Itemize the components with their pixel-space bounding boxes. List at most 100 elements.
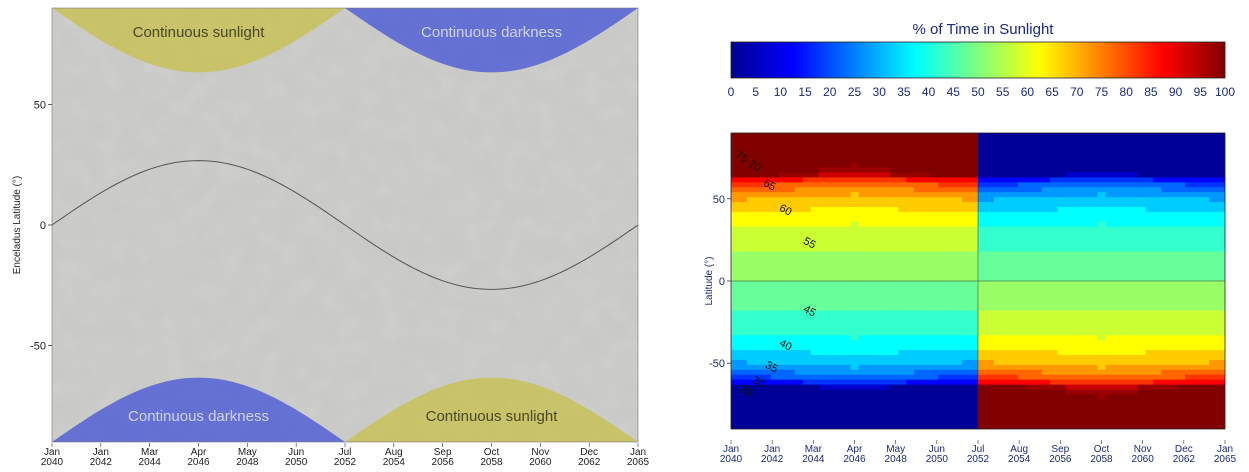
- heatmap-cell: [762, 414, 772, 420]
- heatmap-cell: [826, 310, 836, 317]
- heatmap-cell: [731, 271, 740, 277]
- heatmap-cell: [762, 340, 772, 346]
- heatmap-cell: [898, 379, 907, 386]
- heatmap-cell: [1121, 424, 1130, 429]
- heatmap-cell: [882, 226, 891, 233]
- heatmap-cell: [746, 350, 756, 356]
- heatmap-cell: [1185, 142, 1194, 149]
- heatmap-cell: [850, 394, 860, 400]
- heatmap-cell: [993, 167, 1003, 174]
- heatmap-cell: [1137, 424, 1146, 429]
- heatmap-cell: [1153, 364, 1162, 371]
- heatmap-cell: [1105, 266, 1115, 272]
- heatmap-cell: [1065, 246, 1075, 252]
- heatmap-cell: [754, 335, 764, 341]
- heatmap-cell: [938, 345, 947, 351]
- heatmap-cell: [898, 290, 907, 297]
- heatmap-cell: [1217, 295, 1225, 302]
- heatmap-cell: [890, 340, 899, 346]
- heatmap-cell: [826, 305, 836, 312]
- heatmap-cell: [826, 325, 836, 331]
- heatmap-cell: [1209, 281, 1218, 287]
- heatmap-cell: [1033, 374, 1043, 381]
- heatmap-cell: [1169, 177, 1178, 183]
- heatmap-cell: [1009, 404, 1019, 410]
- heatmap-cell: [1025, 374, 1035, 381]
- heatmap-cell: [1097, 216, 1107, 223]
- heatmap-cell: [786, 266, 796, 272]
- heatmap-cell: [874, 340, 883, 346]
- heatmap-cell: [1177, 310, 1186, 317]
- heatmap-cell: [802, 345, 812, 351]
- heatmap-cell: [1017, 320, 1027, 326]
- heatmap-cell: [1049, 419, 1059, 425]
- heatmap-cell: [1121, 379, 1130, 386]
- heatmap-cell: [802, 157, 812, 164]
- heatmap-cell: [938, 315, 947, 322]
- heatmap-cell: [1161, 295, 1170, 302]
- heatmap-cell: [985, 172, 995, 178]
- heatmap-cell: [1025, 172, 1035, 178]
- heatmap-cell: [1105, 236, 1115, 243]
- heatmap-cell: [1153, 221, 1162, 228]
- heatmap-cell: [1177, 197, 1186, 203]
- heatmap-cell: [754, 404, 764, 410]
- heatmap-cell: [985, 147, 995, 154]
- heatmap-cell: [906, 241, 915, 248]
- heatmap-cell: [1217, 162, 1225, 169]
- heatmap-cell: [1193, 330, 1202, 336]
- heatmap-cell: [1041, 246, 1051, 252]
- heatmap-cell: [993, 271, 1003, 277]
- heatmap-cell: [1137, 330, 1146, 336]
- heatmap-cell: [1097, 147, 1107, 154]
- contour-label: 35: [763, 359, 779, 375]
- heatmap-cell: [1137, 236, 1146, 243]
- heatmap-cell: [1193, 157, 1202, 164]
- heatmap-cell: [970, 424, 979, 429]
- heatmap-cell: [954, 197, 963, 203]
- heatmap-cell: [874, 295, 883, 302]
- heatmap-cell: [1105, 261, 1115, 267]
- heatmap-cell: [754, 320, 764, 326]
- heatmap-cell: [874, 251, 883, 257]
- heatmap-cell: [1209, 276, 1218, 282]
- heatmap-cell: [914, 261, 923, 267]
- x-tick-month: Mar: [141, 447, 159, 458]
- heatmap-cell: [842, 266, 852, 272]
- heatmap-cell: [762, 300, 772, 307]
- heatmap-cell: [906, 207, 915, 213]
- heatmap-cell: [850, 414, 860, 420]
- heatmap-cell: [1025, 295, 1035, 302]
- heatmap-cell: [962, 226, 971, 233]
- heatmap-cell: [978, 419, 987, 425]
- heatmap-cell: [794, 399, 804, 405]
- heatmap-cell: [1017, 162, 1027, 169]
- heatmap-cell: [962, 231, 971, 238]
- heatmap-cell: [978, 414, 987, 420]
- heatmap-cell: [770, 295, 780, 302]
- heatmap-cell: [1177, 271, 1186, 277]
- heatmap-cell: [1137, 359, 1146, 366]
- heatmap-cell: [1185, 414, 1194, 420]
- heatmap-cell: [858, 394, 868, 400]
- heatmap-cell: [1185, 137, 1194, 144]
- heatmap-cell: [914, 276, 923, 282]
- y-tick-label: -50: [709, 358, 725, 370]
- heatmap-cell: [882, 359, 891, 366]
- heatmap-cell: [993, 389, 1003, 396]
- heatmap-cell: [898, 172, 907, 178]
- x-tick-year: 2042: [761, 454, 784, 465]
- heatmap-cell: [946, 251, 955, 257]
- heatmap-cell: [1033, 137, 1043, 144]
- heatmap-cell: [1113, 305, 1123, 312]
- heatmap-cell: [1065, 226, 1075, 233]
- heatmap-cell: [834, 369, 844, 376]
- heatmap-cell: [1057, 394, 1067, 400]
- heatmap-cell: [890, 305, 899, 312]
- heatmap-cell: [1017, 236, 1027, 243]
- heatmap-cell: [1065, 137, 1075, 144]
- heatmap-cell: [818, 251, 828, 257]
- x-tick-month: Jan: [630, 447, 646, 458]
- heatmap-cell: [1089, 187, 1099, 193]
- heatmap-cell: [874, 335, 883, 341]
